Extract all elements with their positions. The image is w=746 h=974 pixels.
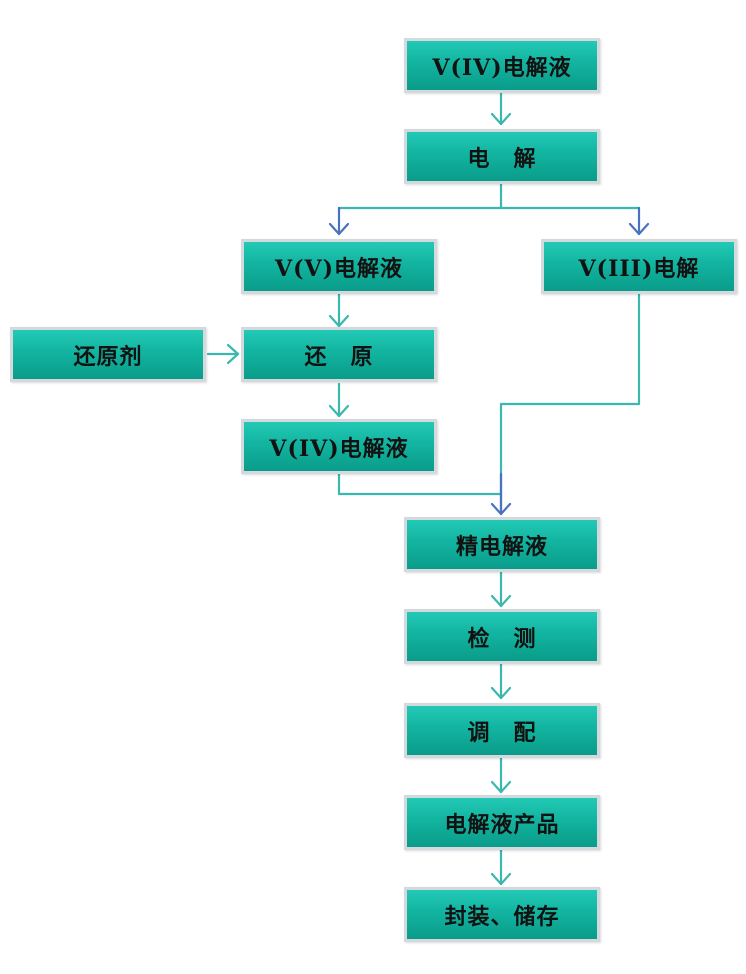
node-v5-electrolyte: V(V)电解液 (241, 239, 437, 294)
arrowhead (490, 112, 512, 126)
node-reduction: 还 原 (241, 327, 437, 382)
node-v4-electrolyte-top: V(IV)电解液 (404, 38, 600, 93)
arrowhead (490, 780, 512, 794)
arrowhead (328, 404, 350, 418)
node-electrolysis: 电 解 (404, 129, 600, 184)
arrowhead (628, 222, 650, 236)
node-v3-electrolysis: V(III)电解 (541, 239, 737, 294)
arrowhead (226, 343, 240, 365)
arrowhead (490, 872, 512, 886)
connector-v3-to-refined (499, 292, 641, 514)
node-testing: 检 测 (404, 609, 600, 664)
arrowhead (328, 222, 350, 236)
arrowhead (490, 502, 512, 516)
node-electrolyte-product: 电解液产品 (404, 795, 600, 850)
node-refined-electrolyte: 精电解液 (404, 517, 600, 572)
node-blending: 调 配 (404, 703, 600, 758)
arrowhead (490, 686, 512, 700)
node-v4-electrolyte-mid: V(IV)电解液 (241, 419, 437, 474)
arrowhead (490, 594, 512, 608)
node-packaging-storage: 封装、储存 (404, 887, 600, 942)
node-reductant: 还原剂 (10, 327, 206, 382)
arrowhead (328, 314, 350, 328)
connector-v4-to-refined (337, 472, 503, 496)
